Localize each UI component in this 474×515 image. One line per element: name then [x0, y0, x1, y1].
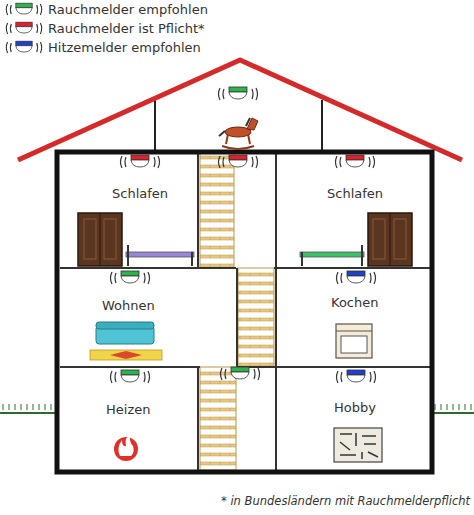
room-label: Wohnen [99, 297, 158, 314]
room-label: Schlafen [324, 185, 386, 202]
room-box: Kochen [328, 294, 381, 311]
detector-swatch [4, 40, 44, 55]
room-label: Kochen [328, 294, 381, 311]
legend-text: Hitzemelder empfohlen [48, 40, 201, 55]
detector-swatch [4, 2, 44, 17]
detector-swatch [4, 21, 44, 36]
room-label: Heizen [103, 401, 153, 418]
legend-text: Rauchmelder empfohlen [48, 2, 208, 17]
room-box: Heizen [103, 401, 153, 418]
room-label: Hobby [331, 399, 379, 416]
legend-row: Rauchmelder ist Pflicht* [4, 21, 205, 36]
room-box: Schlafen [109, 185, 171, 202]
footnote: * in Bundesländern mit Rauchmelderpflich… [221, 494, 470, 508]
room-box: Hobby [331, 399, 379, 416]
legend-row: Rauchmelder empfohlen [4, 2, 208, 17]
legend-row: Hitzemelder empfohlen [4, 40, 201, 55]
room-label: Schlafen [109, 185, 171, 202]
legend-text: Rauchmelder ist Pflicht* [48, 21, 205, 36]
room-box: Wohnen [99, 297, 158, 314]
room-box: Schlafen [324, 185, 386, 202]
